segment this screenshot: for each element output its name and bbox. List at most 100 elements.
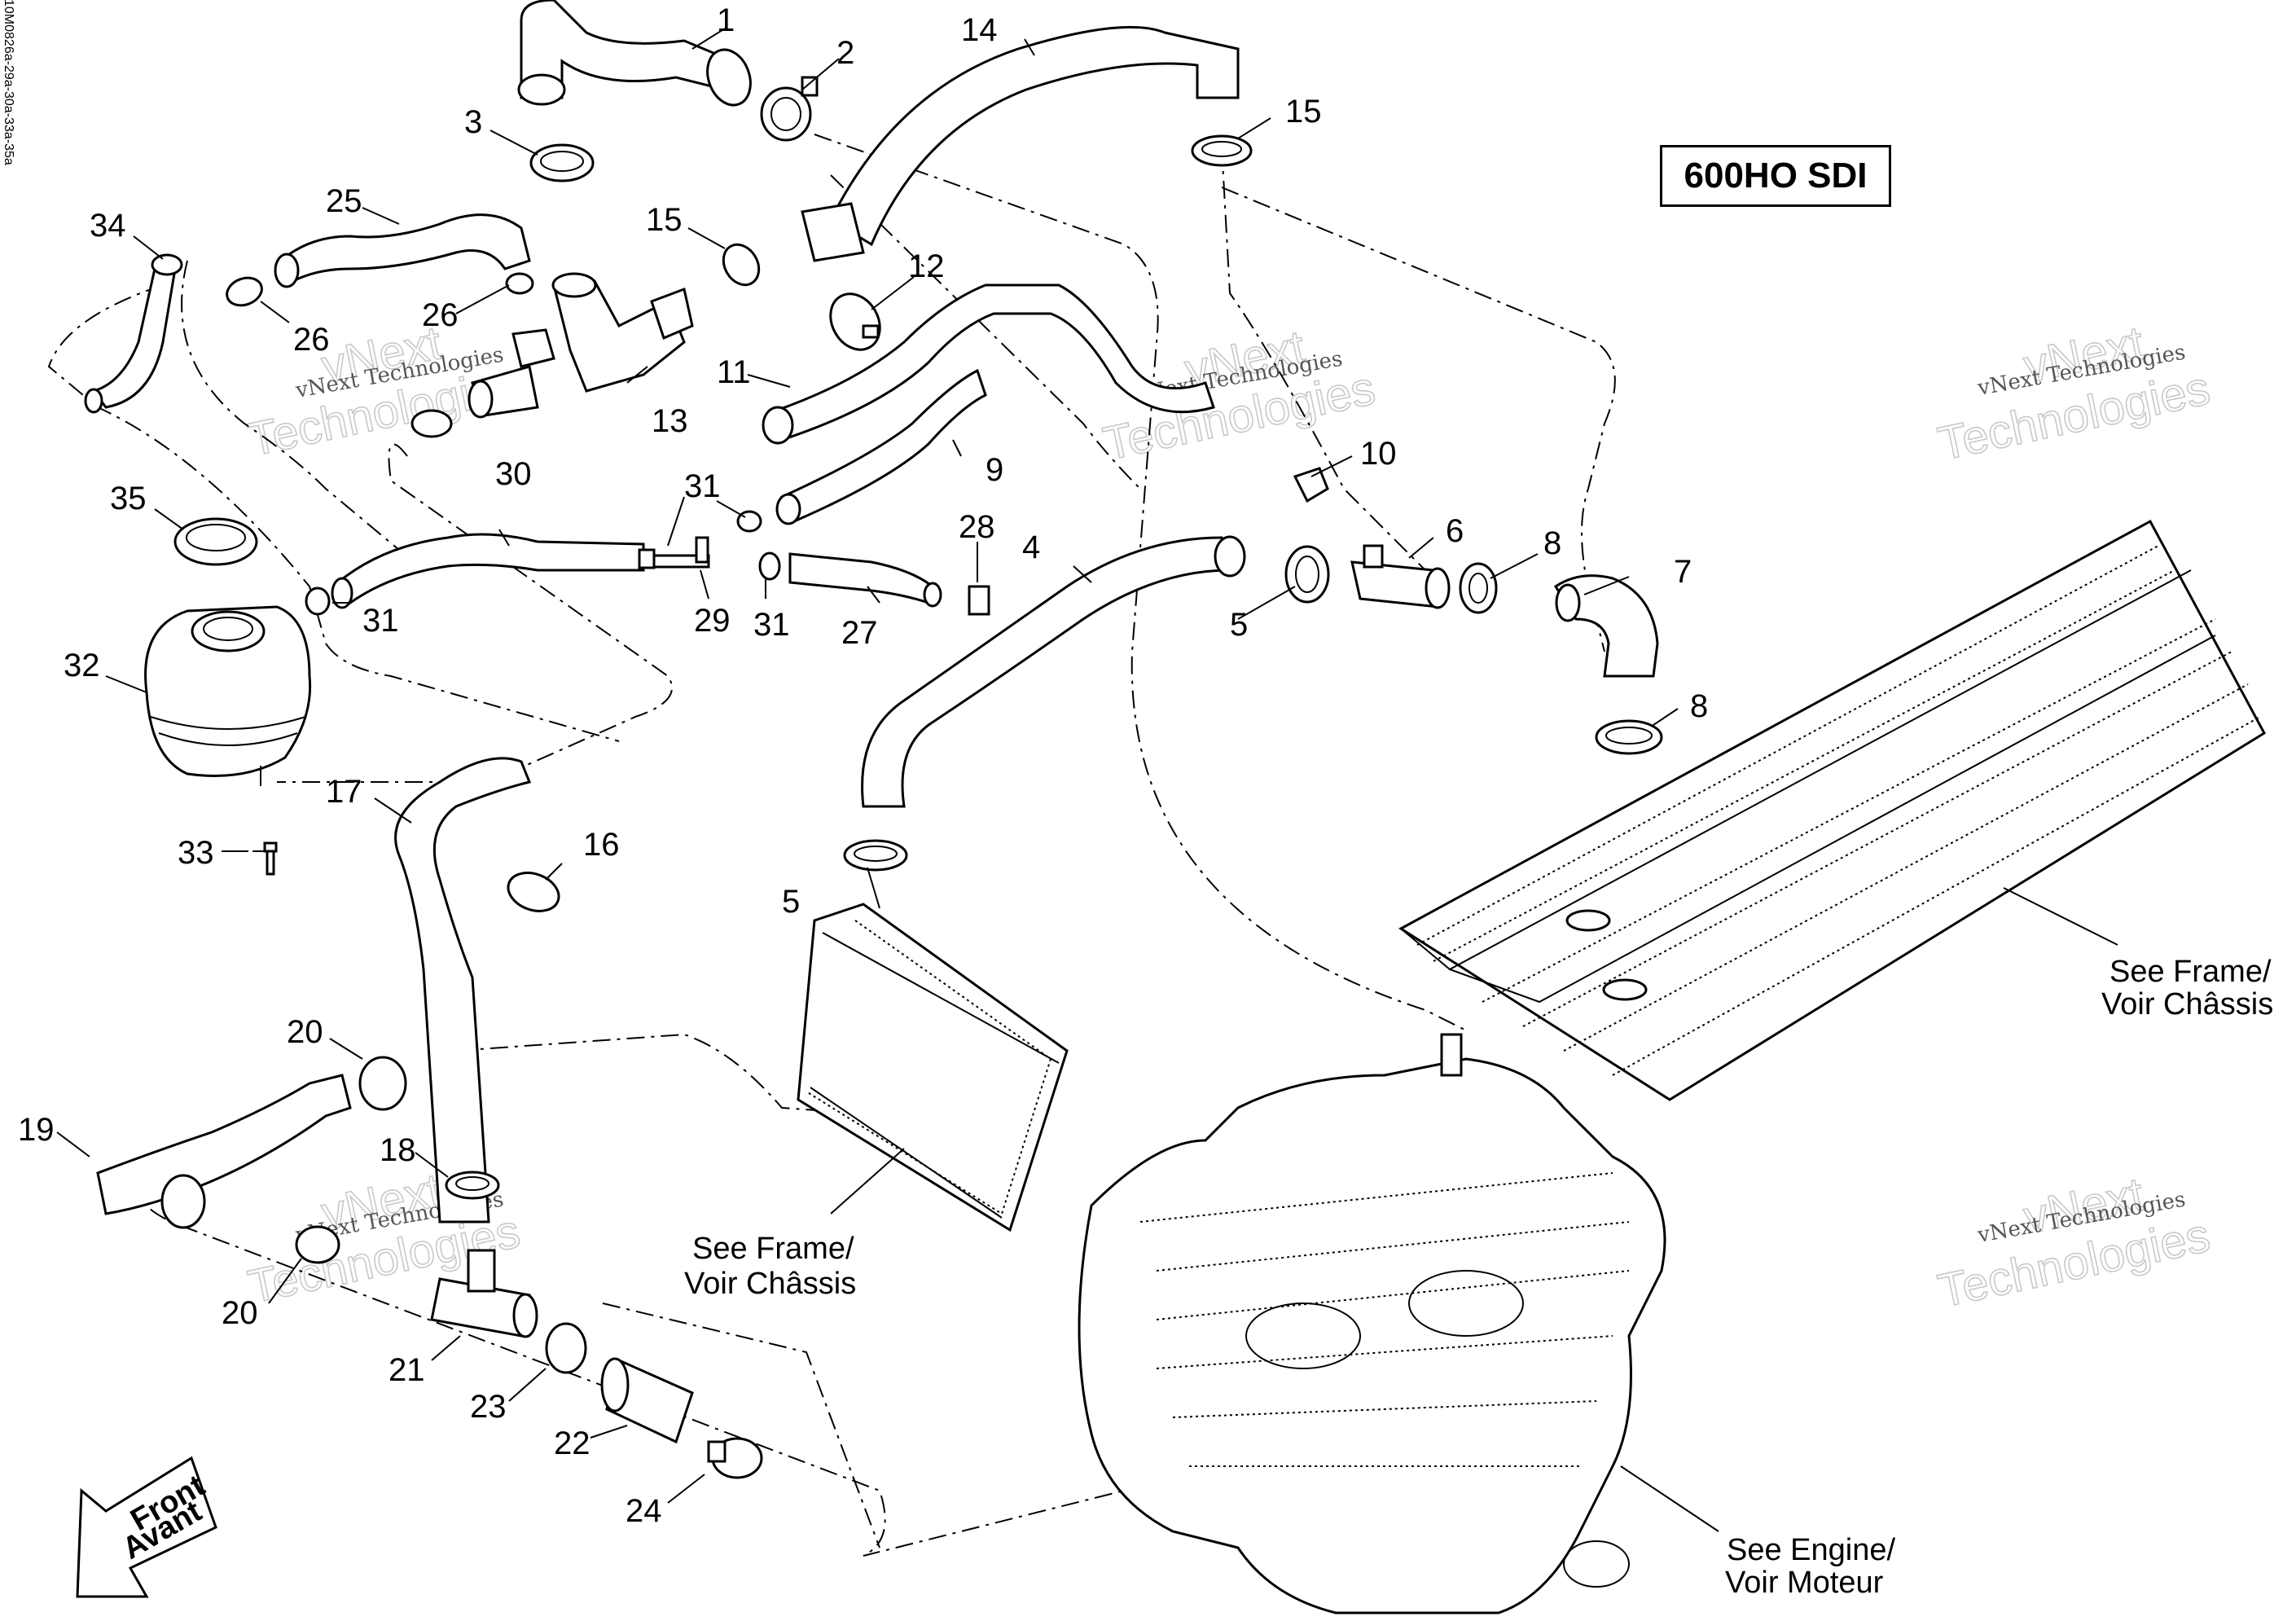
callout-16: 16: [583, 827, 620, 863]
callout-35: 35: [110, 481, 147, 516]
clamp-20-lower: [295, 1225, 340, 1264]
callout-14: 14: [961, 12, 998, 48]
callout-8-lower: 8: [1690, 688, 1708, 724]
callout-20-lower: 20: [222, 1295, 258, 1331]
see-engine-note: See Engine/ Voir Moteur: [1725, 1533, 1895, 1600]
svg-text:Voir Châssis: Voir Châssis: [2101, 987, 2273, 1021]
clamp-20-upper: [358, 1056, 407, 1111]
callout-31-left: 31: [362, 603, 399, 639]
model-label: 600HO SDI: [1660, 145, 1891, 207]
clamp-23: [545, 1322, 587, 1374]
hose-14: [801, 25, 1240, 262]
leader-lines: [56, 28, 2118, 1532]
clip-28: [968, 585, 990, 616]
callout-22: 22: [554, 1426, 590, 1461]
coolant-tank-32: [144, 605, 312, 777]
callout-4: 4: [1022, 529, 1040, 565]
callout-31-lower: 31: [753, 607, 790, 643]
callout-15-upper: 15: [1285, 94, 1322, 130]
clamp-15-mid: [722, 243, 761, 287]
svg-text:See Frame/: See Frame/: [2109, 955, 2272, 989]
callout-31-upper: 31: [684, 468, 721, 504]
clamp-18-upper: [410, 409, 453, 438]
see-frame-note-center: See Frame/ Voir Châssis: [684, 1232, 856, 1301]
clamp-8-upper: [1459, 562, 1498, 614]
t-fitting-21: [430, 1249, 538, 1338]
callout-8-upper: 8: [1543, 525, 1561, 561]
clamp-5-lower: [843, 839, 908, 872]
callout-24: 24: [626, 1493, 662, 1529]
clamp-18: [445, 1171, 500, 1200]
callout-18: 18: [380, 1132, 416, 1168]
hose-27: [788, 552, 942, 608]
callout-7: 7: [1674, 554, 1692, 590]
callout-25: 25: [326, 183, 362, 219]
callout-2: 2: [836, 35, 854, 71]
callout-3: 3: [464, 104, 482, 140]
callout-32: 32: [64, 648, 100, 683]
clamp-12: [829, 292, 881, 351]
t-fitting-29: [638, 536, 710, 569]
clamp-31-b: [305, 586, 331, 616]
radiator: [797, 903, 1069, 1232]
clamp-24: [707, 1437, 763, 1479]
screw-33: [263, 841, 278, 876]
fitting-10: [1293, 467, 1329, 503]
callout-30: 30: [495, 456, 532, 492]
callout-20-upper: 20: [287, 1014, 323, 1050]
routing-lines: [47, 134, 1616, 1557]
hose-34: [84, 253, 183, 414]
callout-10: 10: [1360, 436, 1397, 472]
callout-33: 33: [178, 835, 214, 871]
clamp-26-upper: [505, 272, 534, 295]
callout-29: 29: [694, 603, 731, 639]
clamp-15-upper: [1191, 134, 1253, 167]
callout-34: 34: [90, 208, 126, 244]
clamp-5-upper: [1284, 545, 1330, 604]
see-frame-note-right: See Frame/ Voir Châssis: [2101, 955, 2273, 1021]
hose-17: [394, 757, 532, 1223]
callout-19: 19: [18, 1112, 55, 1148]
front-direction-arrow: Front Avant: [76, 1456, 217, 1598]
hose-11: [762, 283, 1215, 445]
callout-6: 6: [1446, 513, 1464, 549]
svg-text:See Engine/: See Engine/: [1727, 1533, 1895, 1567]
fitting-6: [1350, 544, 1451, 609]
svg-text:Voir Châssis: Voir Châssis: [684, 1267, 856, 1301]
callout-5-lower: 5: [782, 884, 800, 920]
callout-28: 28: [959, 509, 995, 545]
callout-12: 12: [908, 248, 945, 284]
callout-9: 9: [986, 452, 1003, 488]
elbow-hose-7: [1553, 574, 1659, 678]
callout-1: 1: [717, 2, 735, 38]
hose-9: [775, 368, 987, 525]
callout-13: 13: [652, 403, 688, 439]
clamp-8-lower: [1595, 719, 1663, 755]
hose-1: [517, 0, 752, 107]
watermark-top-right: vNext Technologies vNext Technologies: [1933, 316, 2215, 472]
callout-5-upper: 5: [1230, 607, 1248, 643]
callout-17: 17: [326, 774, 362, 810]
callout-27: 27: [841, 615, 878, 651]
callout-21: 21: [389, 1352, 425, 1388]
thermostat-housing-13: [468, 272, 694, 419]
hose-30: [331, 533, 645, 609]
hose-22: [600, 1357, 694, 1444]
callout-26-right: 26: [422, 297, 459, 333]
callout-11: 11: [717, 354, 751, 390]
svg-text:Voir Moteur: Voir Moteur: [1725, 1566, 1884, 1600]
clamp-16: [507, 872, 560, 912]
tunnel-heat-exchanger: [1398, 519, 2266, 1101]
callout-26-left: 26: [293, 322, 330, 358]
callout-numbers: 1 2 3 4 5 5 6 7 8 8 9 10 11 12 13 14 15 …: [18, 2, 1708, 1529]
svg-text:See Frame/: See Frame/: [692, 1232, 854, 1266]
clamp-2: [760, 76, 819, 142]
clamp-26-lower: [226, 276, 263, 307]
watermark-bottom-right: vNext Technologies vNext Technologies: [1933, 1167, 2215, 1319]
engine: [1078, 1033, 1666, 1614]
callout-23: 23: [470, 1389, 507, 1425]
hose-25: [274, 213, 531, 288]
hose-19: [96, 1074, 352, 1229]
callout-15-mid: 15: [646, 202, 683, 238]
